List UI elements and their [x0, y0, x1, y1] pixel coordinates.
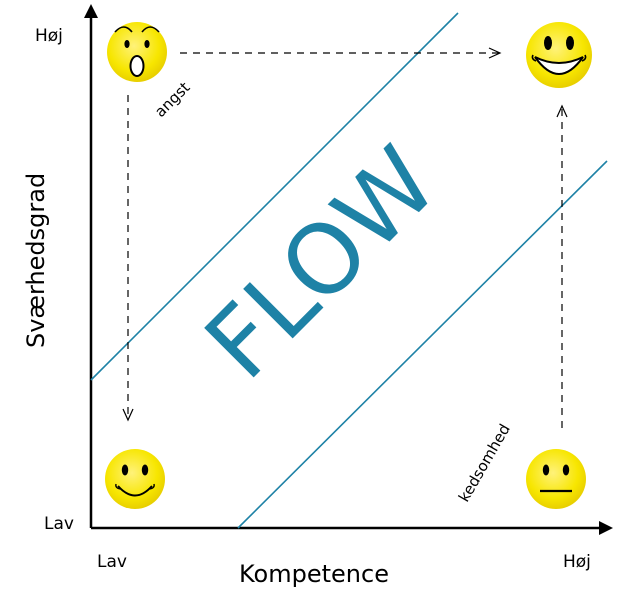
big-grin-smiley-icon [526, 22, 592, 88]
y-axis-arrowhead [84, 4, 98, 18]
flow-channel-upper-line [90, 12, 459, 381]
x-axis-arrowhead [599, 521, 613, 535]
anxiety-label: angst [151, 78, 193, 120]
neutral-smiley-icon [526, 449, 586, 509]
x-axis-low-label: Lav [97, 552, 127, 572]
y-axis-low-label: Lav [44, 514, 74, 534]
x-axis-title: Kompetence [239, 560, 389, 588]
boredom-label: kedsomhed [455, 421, 514, 505]
axes [84, 4, 613, 535]
anxious-smiley-icon [107, 22, 167, 82]
transition-arrows [122, 47, 568, 428]
y-axis-high-label: Høj [35, 26, 63, 46]
x-axis-high-label: Høj [563, 552, 591, 572]
flow-label: FLOW [184, 126, 458, 400]
flow-channel [90, 12, 608, 529]
content-smiley-icon [105, 449, 165, 509]
flow-channel-lower-line [237, 160, 608, 529]
y-axis-title: Sværhedsgrad [22, 173, 50, 348]
